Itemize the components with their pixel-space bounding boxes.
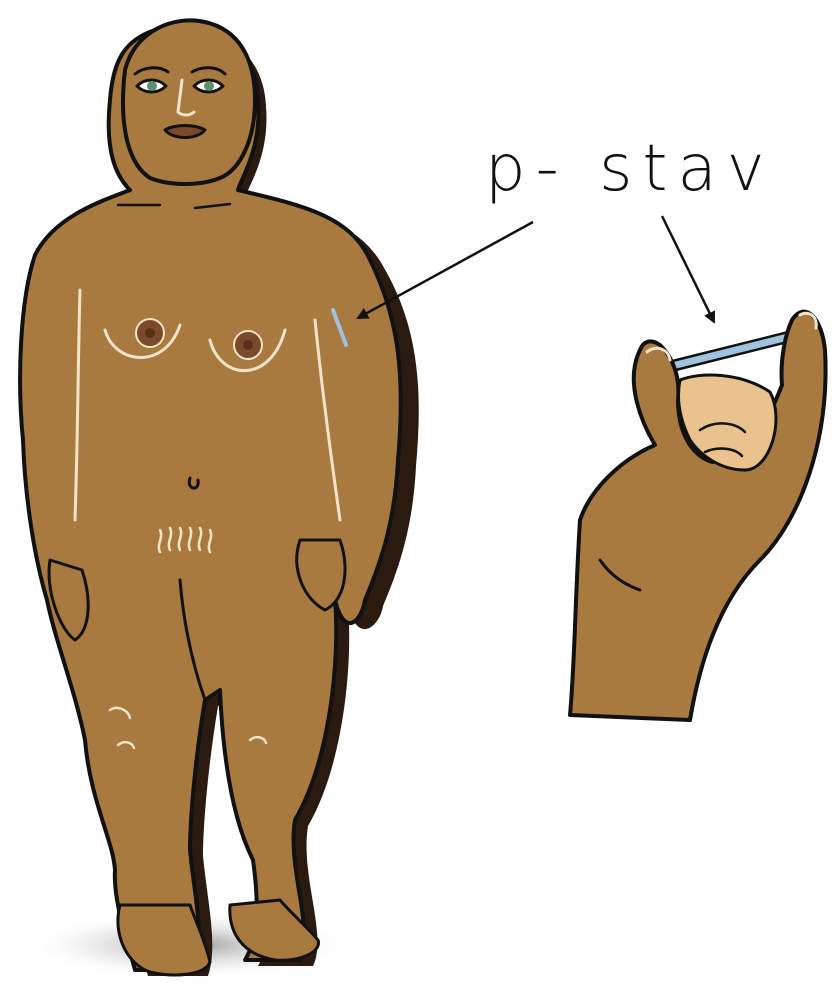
head: [123, 20, 255, 184]
standing-woman-figure: [20, 20, 419, 976]
lips: [165, 126, 205, 138]
label-p-stav: p- stav: [485, 132, 775, 206]
arrow-to-implant: [662, 216, 714, 322]
hand-palm: [570, 312, 826, 720]
hand-holding-implant: [570, 312, 826, 720]
